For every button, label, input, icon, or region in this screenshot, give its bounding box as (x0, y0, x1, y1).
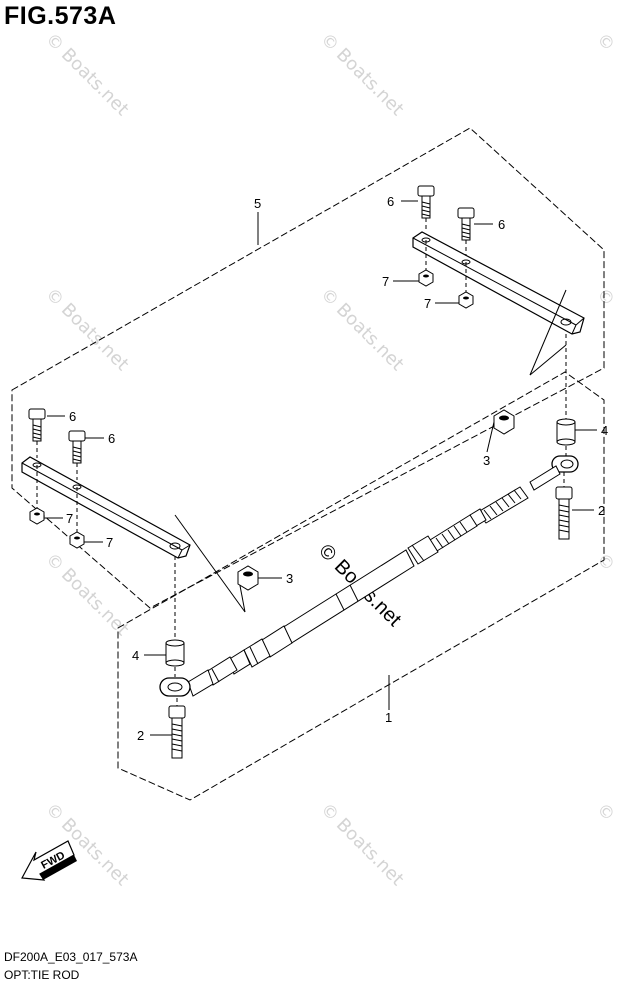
watermark-text: Boats.net (57, 564, 133, 640)
callout-6: 6 (498, 217, 505, 232)
watermark-text: Boats.net (332, 44, 408, 120)
nut-lower-a (29, 507, 45, 525)
bracket-kit-outline (11, 127, 605, 609)
callout-4: 4 (132, 648, 139, 663)
callout-3: 3 (483, 453, 490, 468)
lock-nut-lower (237, 565, 259, 591)
callout-7: 7 (382, 274, 389, 289)
watermark-copyright: © (592, 549, 618, 575)
callout-6: 6 (69, 409, 76, 424)
watermark-layer: © Boats.net © Boats.net © Boats.net © Bo… (41, 29, 618, 890)
bolt-upper-a (417, 185, 435, 219)
collar-lower (165, 639, 185, 667)
tie-rod (159, 455, 579, 697)
callout-1: 1 (385, 710, 392, 725)
callout-6: 6 (108, 431, 115, 446)
collar-upper (556, 418, 576, 446)
callout-3: 3 (286, 571, 293, 586)
callout-2: 2 (598, 503, 605, 518)
callout-2: 2 (137, 728, 144, 743)
callout-7: 7 (66, 511, 73, 526)
callout-6: 6 (387, 194, 394, 209)
long-bolt-lower (168, 705, 186, 759)
callout-7: 7 (424, 296, 431, 311)
rod-thread-middle (429, 514, 478, 552)
bracket-plate-upper (412, 231, 585, 335)
figure-code: DF200A_E03_017_573A (4, 950, 138, 964)
watermark-text: Boats.net (57, 299, 133, 375)
bracket-plate-lower (21, 456, 191, 559)
leader-lines (44, 200, 597, 736)
rod-end-lower (159, 669, 214, 697)
callout-4: 4 (601, 423, 608, 438)
rod-end-upper (529, 455, 579, 491)
tie-rod-assembly-outline (117, 371, 605, 801)
watermark-copyright: © (592, 29, 618, 55)
figure-caption: OPT:TIE ROD (4, 968, 80, 982)
lock-nut-upper (493, 409, 515, 435)
nut-upper-a (418, 269, 434, 287)
bolt-upper-b (457, 207, 475, 241)
svg-text:©: © (314, 540, 340, 566)
watermark-text: Boats.net (332, 814, 408, 890)
nut-lower-b (69, 531, 85, 549)
watermark-copyright: © (592, 284, 618, 310)
watermark-text: Boats.net (57, 44, 133, 120)
nut-upper-b (458, 291, 474, 309)
watermark-copyright: © (592, 799, 618, 825)
bolt-lower-a (28, 408, 46, 442)
callout-5: 5 (254, 196, 261, 211)
bolt-lower-b (68, 430, 86, 464)
callout-7: 7 (106, 535, 113, 550)
long-bolt-upper (555, 486, 573, 540)
watermark-text: Boats.net (332, 299, 408, 375)
figure-title: FIG.573A (4, 2, 117, 30)
rod-thread-upper (477, 486, 529, 524)
fwd-arrow-icon: FWD (21, 840, 77, 881)
